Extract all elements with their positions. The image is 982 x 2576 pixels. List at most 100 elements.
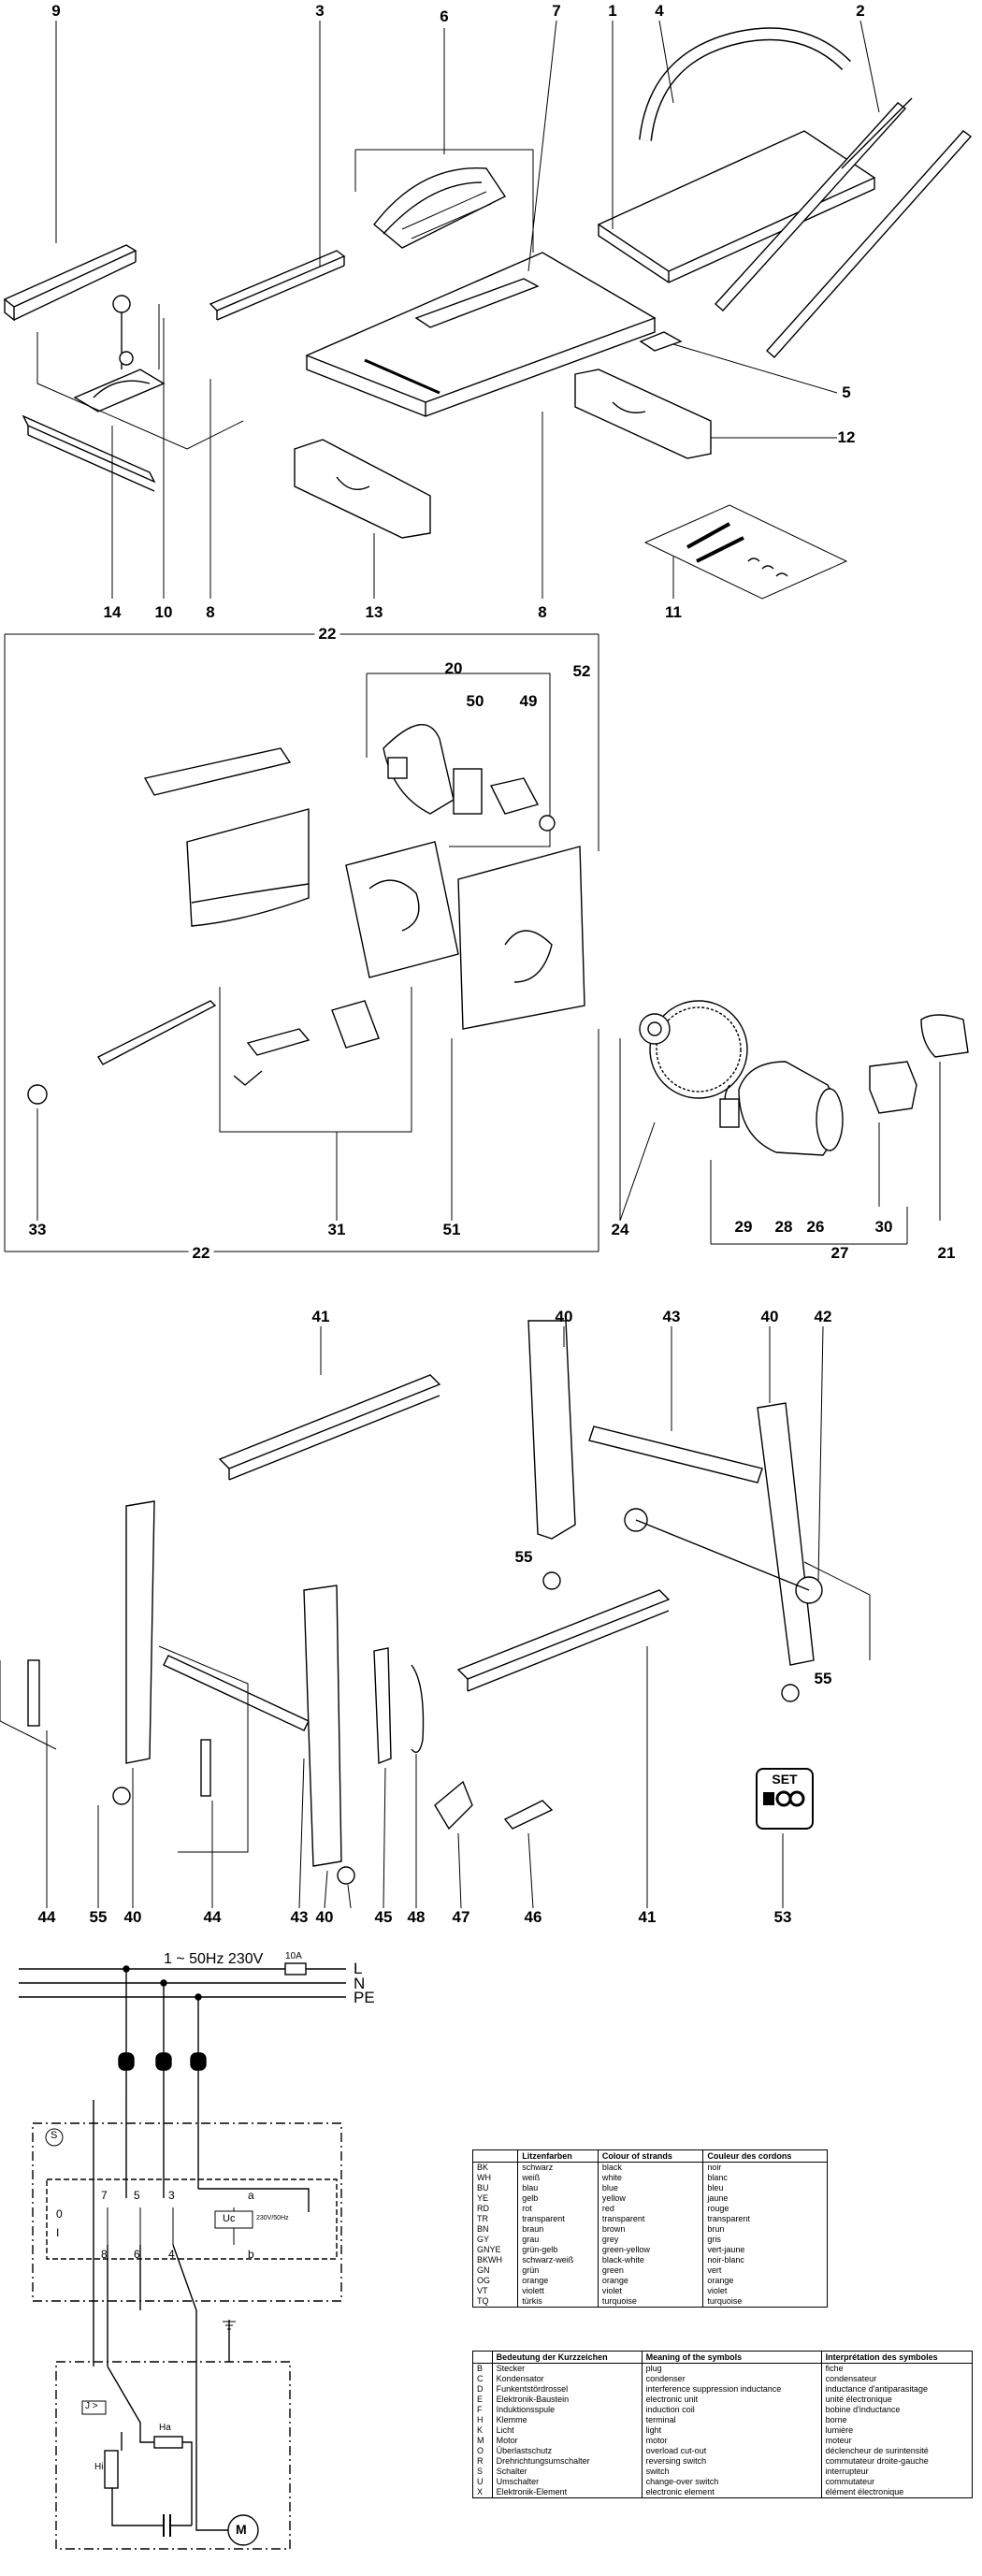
table-cell: turquoise: [707, 2296, 743, 2306]
terminal-6: 6: [134, 2248, 140, 2261]
part-number-12: 12: [837, 428, 856, 446]
part-number-40: 40: [123, 1908, 142, 1926]
table-cell: Umschalter: [492, 2477, 643, 2487]
table-cell: yellow: [598, 2193, 704, 2204]
table-cell: Drehrichtungsumschalter: [492, 2456, 643, 2467]
terminal-5: 5: [134, 2189, 140, 2202]
table-cell: white: [598, 2173, 704, 2183]
table-cell: schwarz-weiß: [517, 2255, 599, 2265]
terminal-7: 7: [101, 2189, 108, 2202]
table-cell: green: [598, 2265, 704, 2276]
table-cell: Motor: [492, 2436, 643, 2446]
part-number-55: 55: [89, 1908, 108, 1926]
terminal-4: 4: [168, 2248, 175, 2261]
table-cell: élément électronique: [825, 2487, 904, 2496]
table-cell: X: [472, 2487, 493, 2498]
table-cell: BKWH: [472, 2255, 519, 2265]
column-header: Interprétation des symboles: [821, 2351, 974, 2364]
part-number-1: 1: [608, 2, 617, 20]
line-PE-label: PE: [354, 1989, 375, 2006]
uc-label: Uc: [223, 2213, 236, 2224]
part-number-47: 47: [452, 1908, 470, 1926]
table-cell: grey: [598, 2235, 704, 2245]
uc-note: 230V/50Hz: [256, 2215, 289, 2221]
line-L-label: L: [354, 1960, 363, 1977]
part-number-6: 6: [440, 7, 449, 25]
part-number-49: 49: [519, 692, 538, 710]
column-header: Couleur des cordons: [702, 2149, 828, 2163]
part-number-40: 40: [315, 1908, 334, 1926]
ha-label: Ha: [159, 2423, 171, 2433]
column-header: Litzenfarben: [517, 2149, 599, 2163]
terminal-8: 8: [101, 2248, 108, 2261]
table-cell: grau: [517, 2235, 599, 2245]
table-cell: VT: [472, 2286, 519, 2296]
part-number-51: 51: [442, 1221, 461, 1238]
hi-label: Hi: [94, 2462, 104, 2472]
set-tools-icon: [763, 1790, 805, 1807]
part-number-22: 22: [188, 1244, 214, 1263]
table-cell: violet: [707, 2286, 728, 2295]
part-number-21: 21: [937, 1244, 956, 1262]
terminal-b: b: [248, 2248, 254, 2261]
table-cell: GN: [472, 2265, 519, 2276]
table-cell: YE: [472, 2193, 519, 2204]
part-number-11: 11: [665, 603, 682, 621]
table-cell: Stecker: [492, 2363, 643, 2374]
part-number-41: 41: [311, 1308, 330, 1325]
table-cell: B: [472, 2363, 493, 2374]
part-number-53: 53: [773, 1908, 792, 1926]
table-cell: TR: [472, 2214, 519, 2224]
table-cell: E: [472, 2395, 493, 2405]
part-number-44: 44: [203, 1908, 222, 1926]
table-cell: black-white: [598, 2255, 704, 2265]
table-cell: RD: [472, 2204, 519, 2214]
table-cell: OG: [472, 2276, 519, 2286]
part-number-24: 24: [611, 1221, 629, 1238]
table-cell: brun: [707, 2224, 725, 2234]
table-cell: K: [472, 2425, 493, 2436]
part-number-52: 52: [572, 662, 591, 680]
table-cell: blanc: [707, 2173, 728, 2182]
table-cell: change-over switch: [642, 2477, 822, 2487]
table-cell: turquoise: [598, 2296, 704, 2308]
table-cell: grün-gelb: [517, 2245, 599, 2255]
part-number-29: 29: [734, 1218, 753, 1236]
column-header: Bedeutung der Kurzzeichen: [492, 2351, 643, 2364]
part-number-10: 10: [154, 603, 173, 621]
table-cell: violet: [598, 2286, 704, 2296]
part-number-55: 55: [814, 1670, 832, 1687]
table-cell: brown: [598, 2224, 704, 2235]
part-number-13: 13: [365, 603, 383, 621]
table-cell: unité électronique: [825, 2395, 892, 2404]
table-cell: F: [472, 2405, 493, 2415]
table-cell: interrupteur: [825, 2467, 869, 2476]
table-cell: borne: [825, 2415, 847, 2424]
table-cell: violett: [517, 2286, 599, 2296]
table-cell: S: [472, 2467, 493, 2477]
part-number-27: 27: [830, 1244, 849, 1262]
table-cell: transparent: [598, 2214, 704, 2224]
set-badge: SET: [756, 1768, 814, 1830]
table-cell: weiß: [517, 2173, 599, 2183]
table-cell: GNYE: [472, 2245, 519, 2255]
part-number-50: 50: [466, 692, 484, 710]
